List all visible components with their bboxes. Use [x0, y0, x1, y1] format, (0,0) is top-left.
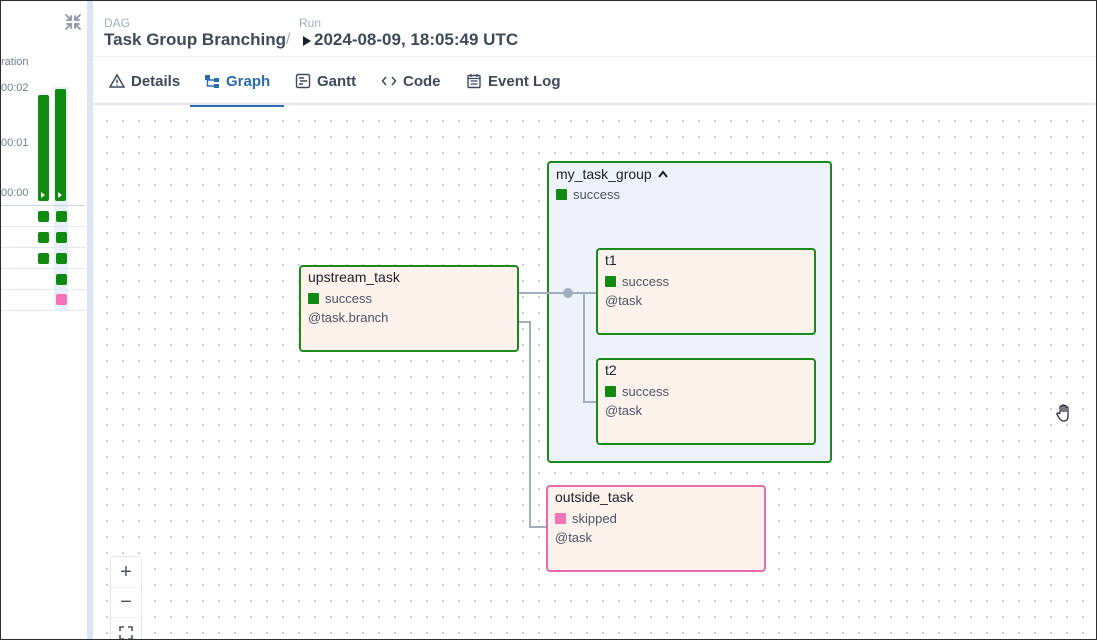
- task-row: [1, 269, 85, 290]
- state-label: success: [325, 291, 372, 306]
- zoom-controls: + −: [110, 556, 142, 640]
- task-instance-cell[interactable]: [38, 211, 49, 222]
- task-row: [1, 248, 85, 269]
- tab-label: Gantt: [317, 73, 356, 90]
- run-label: Run: [299, 16, 321, 30]
- task-row: [1, 227, 85, 248]
- task-node-outside[interactable]: outside_task skipped @task: [546, 485, 766, 572]
- gantt-icon: [295, 73, 311, 89]
- state-indicator: [556, 189, 567, 200]
- fit-view-button[interactable]: [111, 617, 141, 640]
- tab-label: Graph: [226, 73, 270, 90]
- state-label: success: [573, 187, 620, 202]
- task-state: success: [605, 384, 669, 399]
- zoom-out-button[interactable]: −: [111, 587, 141, 617]
- dag-label: DAG: [104, 16, 130, 30]
- task-row: [1, 206, 85, 227]
- graph-icon: [204, 73, 220, 89]
- tab-event-log[interactable]: Event Log: [452, 57, 575, 105]
- warning-triangle-icon: [109, 73, 125, 89]
- tab-label: Code: [403, 73, 441, 90]
- state-label: success: [622, 384, 669, 399]
- task-node-upstream[interactable]: upstream_task success @task.branch: [299, 265, 519, 352]
- play-icon: [302, 35, 312, 47]
- duration-title: ration: [1, 56, 29, 68]
- tab-details[interactable]: Details: [95, 57, 194, 105]
- task-instance-cell[interactable]: [56, 294, 67, 305]
- run-duration-bar[interactable]: [55, 89, 66, 201]
- collapse-icon[interactable]: [63, 12, 83, 32]
- task-instance-cell[interactable]: [38, 253, 49, 264]
- duration-tick: 00:02: [1, 82, 29, 94]
- duration-tick: 00:01: [1, 137, 29, 149]
- state-indicator: [605, 386, 616, 397]
- task-operator: @task: [605, 293, 642, 308]
- task-instance-cell[interactable]: [38, 232, 49, 243]
- tab-code[interactable]: Code: [367, 57, 455, 105]
- state-indicator: [308, 293, 319, 304]
- task-operator: @task: [555, 530, 592, 545]
- task-instance-cell[interactable]: [56, 232, 67, 243]
- task-state: skipped: [555, 511, 617, 526]
- task-instance-cell[interactable]: [56, 211, 67, 222]
- task-id: upstream_task: [308, 269, 400, 285]
- task-node-t1[interactable]: t1 success @task: [596, 248, 816, 335]
- fit-view-icon: [119, 626, 133, 640]
- run-id-link[interactable]: 2024-08-09, 18:05:49 UTC: [314, 30, 518, 50]
- graph-canvas[interactable]: my_task_group success upstream_task succ…: [93, 107, 1096, 639]
- task-group-state: success: [556, 187, 620, 202]
- task-id: outside_task: [555, 489, 634, 505]
- breadcrumb: DAG Task Group Branching / Run 2024-08-0…: [93, 1, 1096, 57]
- edge: [519, 322, 546, 527]
- task-state: success: [605, 274, 669, 289]
- task-node-t2[interactable]: t2 success @task: [596, 358, 816, 445]
- task-instance-cell[interactable]: [56, 274, 67, 285]
- task-instance-cell[interactable]: [56, 253, 67, 264]
- tab-label: Details: [131, 73, 180, 90]
- task-group-title: my_task_group: [556, 166, 652, 182]
- task-operator: @task: [605, 403, 642, 418]
- state-label: success: [622, 274, 669, 289]
- breadcrumb-separator: /: [286, 31, 290, 49]
- run-duration-bar[interactable]: [38, 95, 49, 201]
- duration-tick: 00:00: [1, 187, 29, 199]
- task-state: success: [308, 291, 372, 306]
- tab-gantt[interactable]: Gantt: [281, 57, 370, 105]
- grid-panel: ration 00:02 00:01 00:00: [1, 1, 87, 640]
- tab-bar: Details Graph Gantt Code Event Log: [93, 57, 1096, 105]
- task-id: t1: [605, 252, 617, 268]
- dag-name-link[interactable]: Task Group Branching: [104, 30, 286, 50]
- state-indicator: [605, 276, 616, 287]
- task-operator: @task.branch: [308, 310, 388, 325]
- state-label: skipped: [572, 511, 617, 526]
- tab-label: Event Log: [488, 73, 561, 90]
- chevron-up-icon[interactable]: [657, 169, 669, 179]
- calendar-log-icon: [466, 73, 482, 89]
- task-row: [1, 290, 85, 311]
- tab-graph[interactable]: Graph: [190, 57, 284, 107]
- zoom-in-button[interactable]: +: [111, 557, 141, 587]
- hand-cursor-icon: [1055, 403, 1073, 423]
- run-bar-column: [37, 87, 51, 201]
- code-icon: [381, 73, 397, 89]
- task-id: t2: [605, 362, 617, 378]
- state-indicator: [555, 513, 566, 524]
